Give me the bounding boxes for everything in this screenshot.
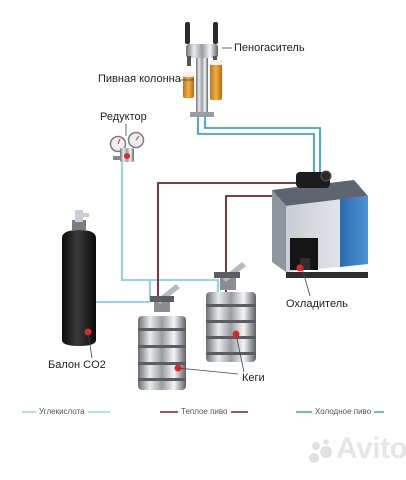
cooler: [272, 170, 368, 278]
label-regulator: Редуктор: [100, 111, 147, 123]
legend-cold-label: Холодное пиво: [312, 407, 375, 416]
label-beer-tower: Пивная колонна: [98, 73, 181, 85]
label-foam-killer: Пеногаситель: [234, 42, 305, 54]
watermark: Avito: [336, 432, 406, 465]
keg-left: [138, 284, 186, 390]
label-co2-cylinder: Балон CO2: [48, 359, 106, 371]
legend-warm-label: Теплое пиво: [178, 407, 231, 416]
beer-tower: [183, 22, 222, 117]
label-leaders: [87, 47, 311, 375]
keg-right: [206, 262, 256, 362]
regulator: [109, 131, 145, 162]
co2-cylinder: [62, 210, 96, 346]
co2-lines: [94, 160, 219, 303]
avito-logo: [309, 439, 332, 463]
label-kegs: Кеги: [242, 372, 265, 384]
label-cooler: Охладитель: [286, 298, 348, 310]
legend-co2-label: Углекислота: [36, 407, 88, 416]
cold-beer-lines: [197, 115, 321, 180]
